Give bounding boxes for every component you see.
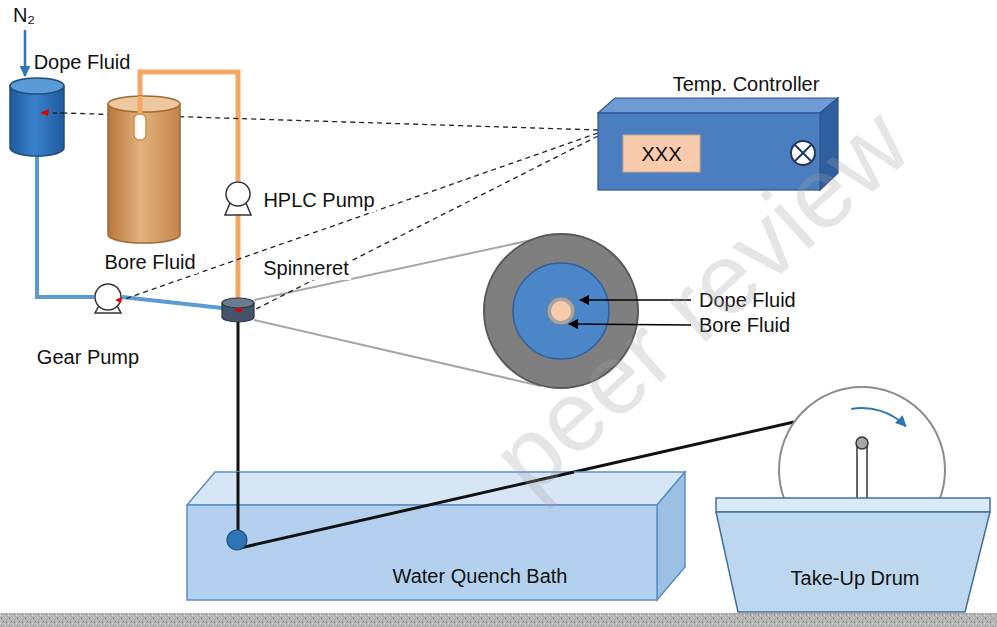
bath-side [657,472,685,600]
dope-tank: Dope Fluid [10,78,64,156]
rotation-arrow [851,408,906,426]
hplc-pump-outline [224,181,252,215]
control-wire [254,136,598,310]
take-up-drum: Take-Up Drum [716,385,990,612]
sensor-wire [50,112,64,113]
dope-pipe [122,297,222,308]
hollow-fiber [574,422,794,472]
node-label: Spinneret [261,256,351,280]
sensor-marker [115,297,122,303]
callout-label: Dope Fluid [697,288,798,312]
hollow-fiber [240,472,574,548]
bore-channel [551,301,571,321]
spinneret-ring [484,234,638,388]
box-front [598,113,820,190]
drum-spindle [857,441,867,503]
hplc-pump: HPLC Pump [224,181,252,215]
display-screen [623,135,700,172]
node-label: Gear Pump [35,345,141,369]
tank-top [108,96,180,112]
knob-mark [795,145,811,161]
bore-tank: Bore Fluid [108,96,180,243]
hollow-fiber [237,322,240,472]
spinneret: Spinneret [222,298,254,322]
floor-band [0,613,997,627]
tank-body [108,104,180,243]
dope-pipe [37,156,94,297]
control-knob [791,141,815,165]
hollow-fiber [237,472,240,530]
gear-pump-outline [94,283,122,313]
callout-label: Bore Fluid [697,313,792,337]
node-label: HPLC Pump [261,188,376,212]
knob-mark [795,145,811,161]
box-side [820,98,838,190]
sensor-marker [40,109,49,116]
guide-roller [227,530,247,550]
tray-body [716,512,990,612]
spinneret-cross-section [484,234,638,388]
bath-front [187,505,657,600]
callout-arrow [569,324,691,325]
node-label: Temp. Controller [671,72,822,96]
callout-arrow [580,299,691,301]
gas-arrow [24,30,27,76]
dope-annulus [513,263,609,359]
node-label: Bore Fluid [102,250,197,274]
tank-top [10,78,64,94]
tray-rim [716,498,990,512]
tank-body [10,86,64,156]
bore-pipe [236,215,241,298]
dope-tank-outline [10,78,64,156]
needle-wall [547,297,575,325]
node-label: Water Quench Bath [391,564,570,588]
control-wire [122,133,598,300]
sensor-marker [234,307,242,313]
pump-symbol [226,182,250,206]
spinneret-top [222,298,254,308]
temp-controller: Temp. ControllerXXX [598,98,838,190]
node-label: Take-Up Drum [789,566,922,590]
gas-label: N₂ [11,3,37,27]
suction-vial [134,114,146,140]
display-panel: XXX [623,135,700,172]
bath-top [187,472,685,505]
pump-symbol [95,284,121,310]
spindle-cap [856,437,868,449]
node-label: Dope Fluid [32,50,133,74]
gear-pump: Gear Pump [94,283,122,313]
node-label: XXX [639,142,683,166]
box-top [598,98,838,113]
quench-bath: Water Quench Bath [187,472,685,600]
bore-tank-outline [108,96,180,243]
spinneret-outline [222,298,254,322]
